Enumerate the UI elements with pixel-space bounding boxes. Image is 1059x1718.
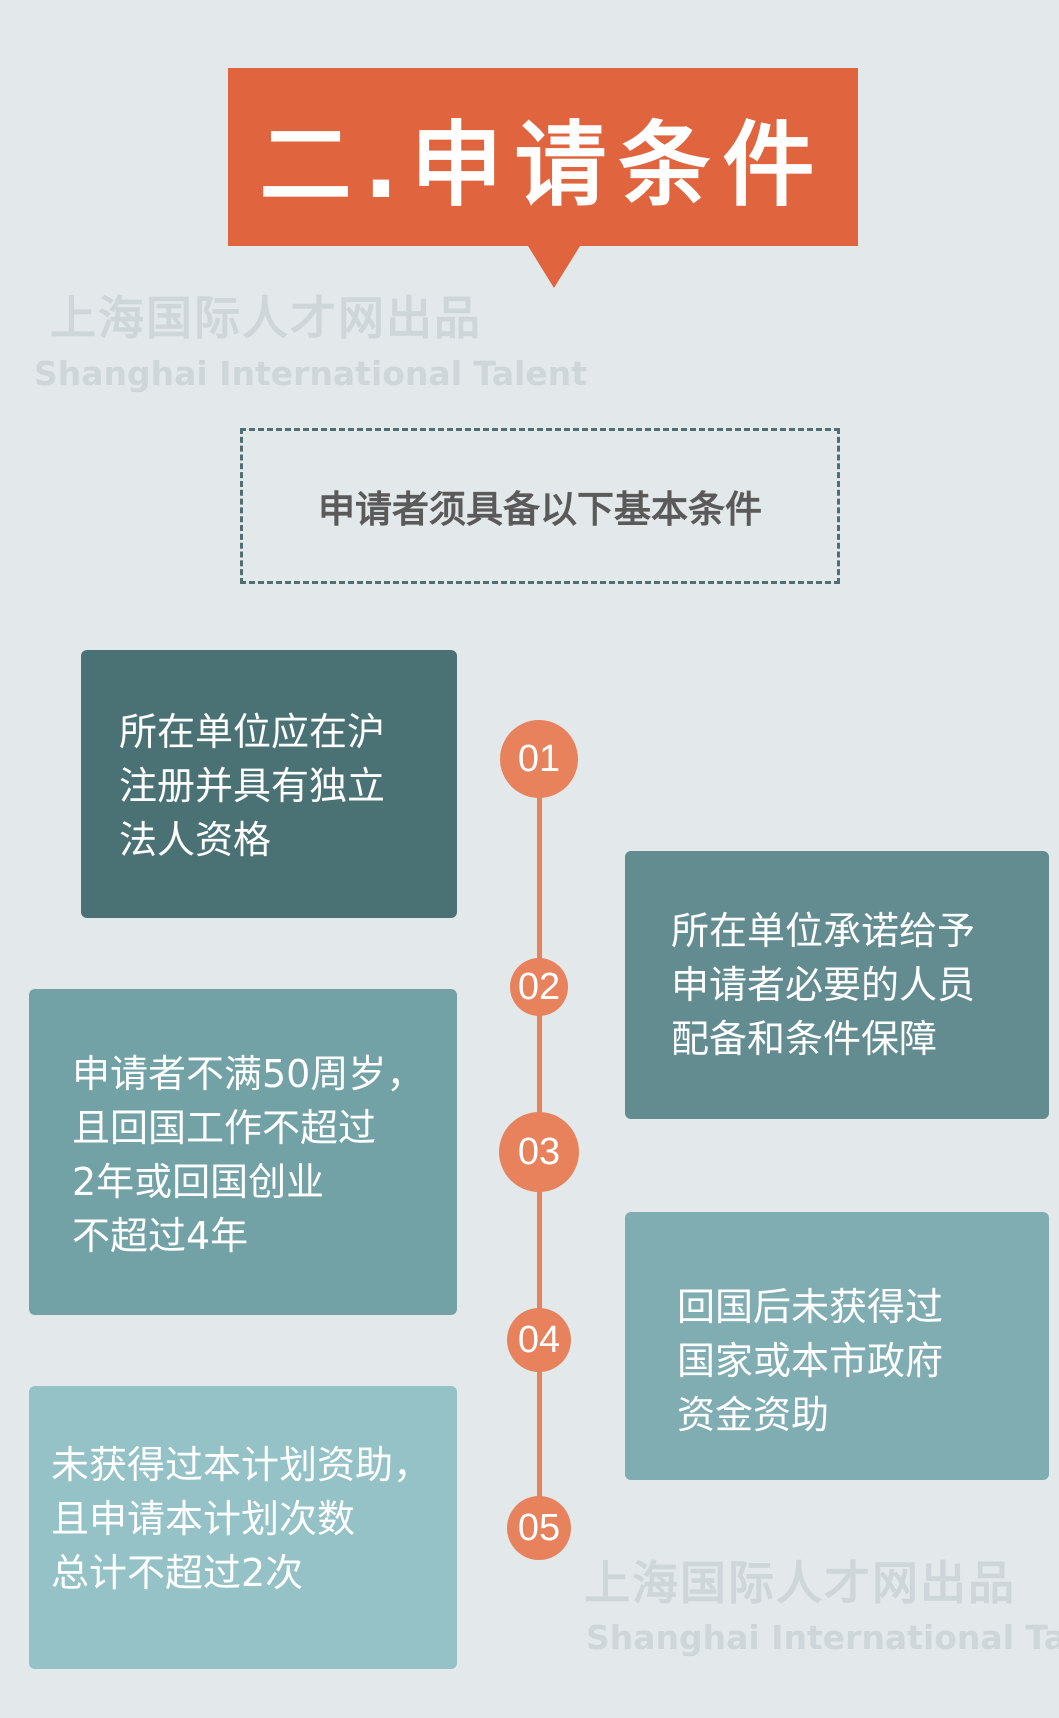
condition-card-3: 申请者不满50周岁， 且回国工作不超过 2年或回国创业 不超过4年	[29, 989, 457, 1315]
page-title: 二.申请条件	[259, 111, 827, 219]
condition-3-line-1: 申请者不满50周岁，	[72, 1052, 425, 1096]
condition-5-line-3: 总计不超过2次	[51, 1551, 304, 1595]
title-pointer	[528, 246, 580, 288]
timeline-node-01: 01	[500, 720, 578, 798]
subtitle: 申请者须具备以下基本条件	[318, 488, 762, 531]
condition-1-line-1: 所在单位应在沪	[119, 710, 386, 754]
condition-1-line-2: 注册并具有独立	[119, 764, 386, 808]
title-banner: 二.申请条件	[228, 68, 858, 246]
condition-3-line-2: 且回国工作不超过	[72, 1106, 377, 1150]
condition-1-line-3: 法人资格	[119, 818, 272, 862]
watermark-en: Shanghai International Talent	[34, 354, 587, 393]
condition-2-line-1: 所在单位承诺给予	[671, 909, 976, 953]
timeline-node-05: 05	[507, 1496, 571, 1560]
condition-4-line-2: 国家或本市政府	[677, 1339, 944, 1383]
watermark-cn-bottom: 上海国际人才网出品	[584, 1556, 1016, 1610]
condition-5-line-1: 未获得过本计划资助，	[51, 1443, 432, 1487]
condition-2-line-3: 配备和条件保障	[671, 1017, 938, 1061]
timeline-node-04: 04	[507, 1308, 571, 1372]
condition-4-line-3: 资金资助	[677, 1393, 830, 1437]
condition-card-2: 所在单位承诺给予 申请者必要的人员 配备和条件保障	[625, 851, 1049, 1119]
watermark-cn: 上海国际人才网出品	[50, 291, 482, 345]
condition-2-line-2: 申请者必要的人员	[671, 963, 976, 1007]
condition-3-line-4: 不超过4年	[72, 1214, 249, 1258]
condition-5-line-2: 且申请本计划次数	[51, 1497, 356, 1541]
subtitle-box: 申请者须具备以下基本条件	[240, 428, 840, 584]
condition-card-1: 所在单位应在沪 注册并具有独立 法人资格	[81, 650, 457, 918]
condition-card-4: 回国后未获得过 国家或本市政府 资金资助	[625, 1212, 1049, 1480]
condition-4-line-1: 回国后未获得过	[677, 1285, 944, 1329]
condition-card-5: 未获得过本计划资助， 且申请本计划次数 总计不超过2次	[29, 1386, 457, 1669]
timeline-node-02: 02	[510, 958, 568, 1016]
watermark-en-bottom: Shanghai International Tale	[586, 1618, 1059, 1657]
condition-3-line-3: 2年或回国创业	[72, 1160, 325, 1204]
timeline-node-03: 03	[499, 1112, 579, 1192]
